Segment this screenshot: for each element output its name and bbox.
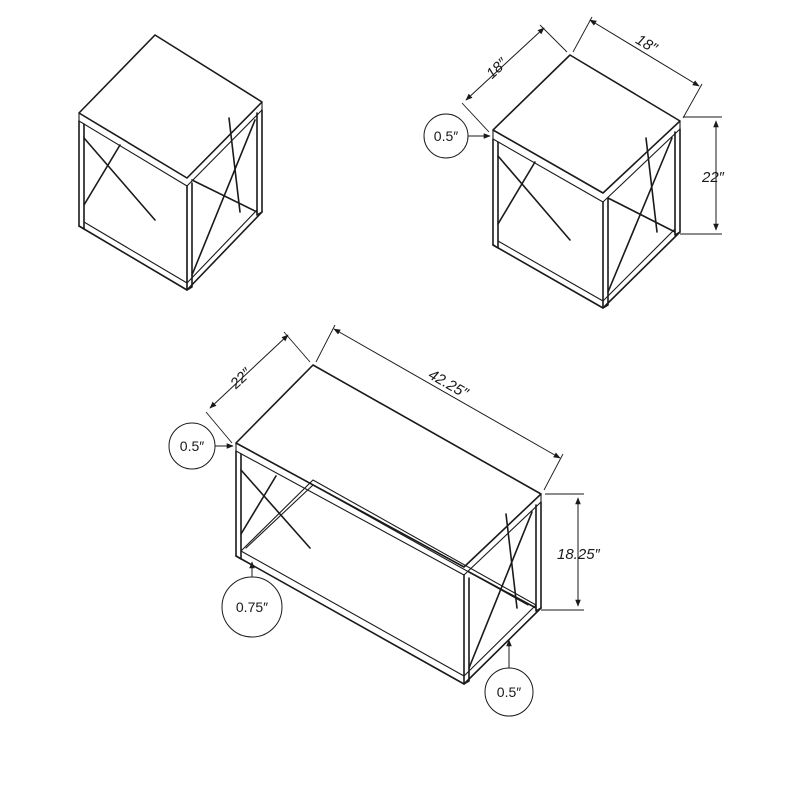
end-table-depth-label: 18″ bbox=[483, 55, 511, 83]
end-table-x-brace bbox=[83, 117, 258, 276]
end-table-2-x-brace bbox=[497, 137, 676, 293]
coffee-table-shelf bbox=[235, 479, 542, 685]
end-table-top-thickness-label: 0.5″ bbox=[434, 128, 458, 144]
end-table-width-label: 18″ bbox=[633, 31, 661, 57]
coffee-table-legs bbox=[235, 450, 542, 685]
coffee-table-x-brace-left bbox=[240, 469, 311, 549]
coffee-table-x-brace-right bbox=[468, 511, 537, 669]
coffee-table-width-dimension: 42.25″ bbox=[315, 324, 564, 491]
end-table-plain bbox=[78, 34, 263, 291]
end-table-2-base-frame bbox=[492, 228, 681, 309]
coffee-table-top-thickness-callout: 0.5″ bbox=[168, 422, 234, 470]
end-table-2-top bbox=[492, 54, 681, 194]
coffee-table: 22″ 42.25″ 18.25″ 0.5″ 0.75″ bbox=[168, 324, 601, 717]
end-table-top-edge bbox=[78, 101, 263, 187]
end-table-base-frame bbox=[78, 209, 263, 291]
coffee-table-height-dimension: 18.25″ bbox=[541, 493, 601, 611]
end-table-height-dimension: 22″ bbox=[680, 116, 725, 235]
end-table-depth-dimension: 18″ bbox=[461, 24, 568, 133]
end-table-top-thickness-callout: 0.5″ bbox=[423, 113, 491, 159]
coffee-table-shelf-callout: 0.5″ bbox=[484, 639, 534, 717]
coffee-table-top-thickness-label: 0.5″ bbox=[180, 438, 204, 454]
coffee-table-frame-callout: 0.75″ bbox=[221, 561, 283, 638]
coffee-table-width-label: 42.25″ bbox=[425, 366, 471, 402]
coffee-table-depth-dimension: 22″ bbox=[205, 331, 311, 444]
coffee-table-frame-label: 0.75″ bbox=[236, 599, 268, 615]
end-table-dimensioned: 18″ 18″ 22″ 0.5″ bbox=[423, 16, 725, 309]
coffee-table-top-edge bbox=[235, 442, 542, 576]
end-table-top bbox=[78, 34, 263, 179]
coffee-table-shelf-label: 0.5″ bbox=[497, 684, 521, 700]
coffee-table-top bbox=[235, 364, 542, 568]
end-table-height-label: 22″ bbox=[701, 169, 725, 186]
coffee-table-height-label: 18.25″ bbox=[557, 546, 601, 563]
